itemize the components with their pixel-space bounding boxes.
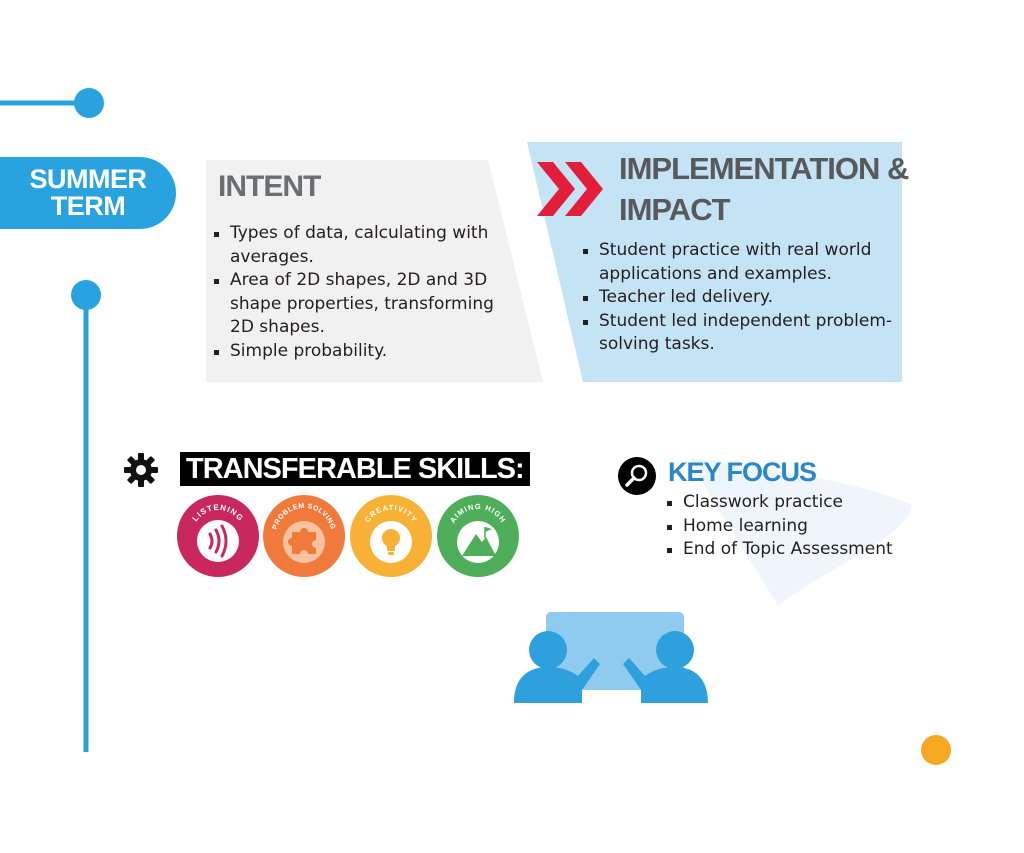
skill-badge-aiming-high: AIMING HIGH [436, 494, 520, 578]
summer-term-badge: SUMMER TERM [0, 157, 176, 229]
lightbulb-icon [382, 529, 400, 555]
puzzle-piece-icon [288, 528, 316, 554]
intent-item: Simple probability. [214, 340, 514, 364]
term-line-2: TERM [50, 191, 126, 221]
key-focus-list: Classwork practice Home learning End of … [667, 491, 927, 562]
implementation-item: Student practice with real world applica… [583, 239, 898, 286]
term-line-1: SUMMER [29, 164, 148, 194]
key-focus-item: Home learning [667, 515, 927, 539]
magnifier-icon [618, 457, 656, 495]
timeline-top-dot [74, 88, 104, 118]
intent-item: Area of 2D shapes, 2D and 3D shape prope… [214, 269, 514, 340]
mountain-flag-icon [462, 526, 496, 556]
timeline-end-dot [921, 735, 951, 765]
intent-title: INTENT [218, 170, 321, 203]
key-focus-item: End of Topic Assessment [667, 538, 927, 562]
implementation-item: Student led independent problem-solving … [583, 310, 898, 357]
intent-item: Types of data, calculating with averages… [214, 222, 514, 269]
double-chevron-icon [537, 162, 603, 216]
key-focus-title: KEY FOCUS [668, 457, 817, 487]
skill-badge-creativity: CREATIVITY [349, 494, 433, 578]
transferable-skills-title: TRANSFERABLE SKILLS: [180, 452, 530, 486]
skill-badge-problem-solving: PROBLEM SOLVING [262, 494, 346, 578]
intent-list: Types of data, calculating with averages… [214, 222, 514, 363]
implementation-title: IMPLEMENTATION & IMPACT [619, 151, 909, 227]
timeline-start-dot [71, 280, 101, 310]
sound-waves-icon [208, 524, 228, 558]
people-board-illustration [514, 612, 708, 703]
key-focus-backdrop [690, 458, 912, 606]
implementation-list: Student practice with real world applica… [583, 239, 898, 357]
key-focus-item: Classwork practice [667, 491, 927, 515]
intent-panel [206, 160, 543, 382]
implementation-panel [527, 142, 902, 382]
implementation-item: Teacher led delivery. [583, 286, 898, 310]
gear-icon [124, 453, 158, 487]
skill-badge-listening: LISTENING [176, 494, 260, 578]
